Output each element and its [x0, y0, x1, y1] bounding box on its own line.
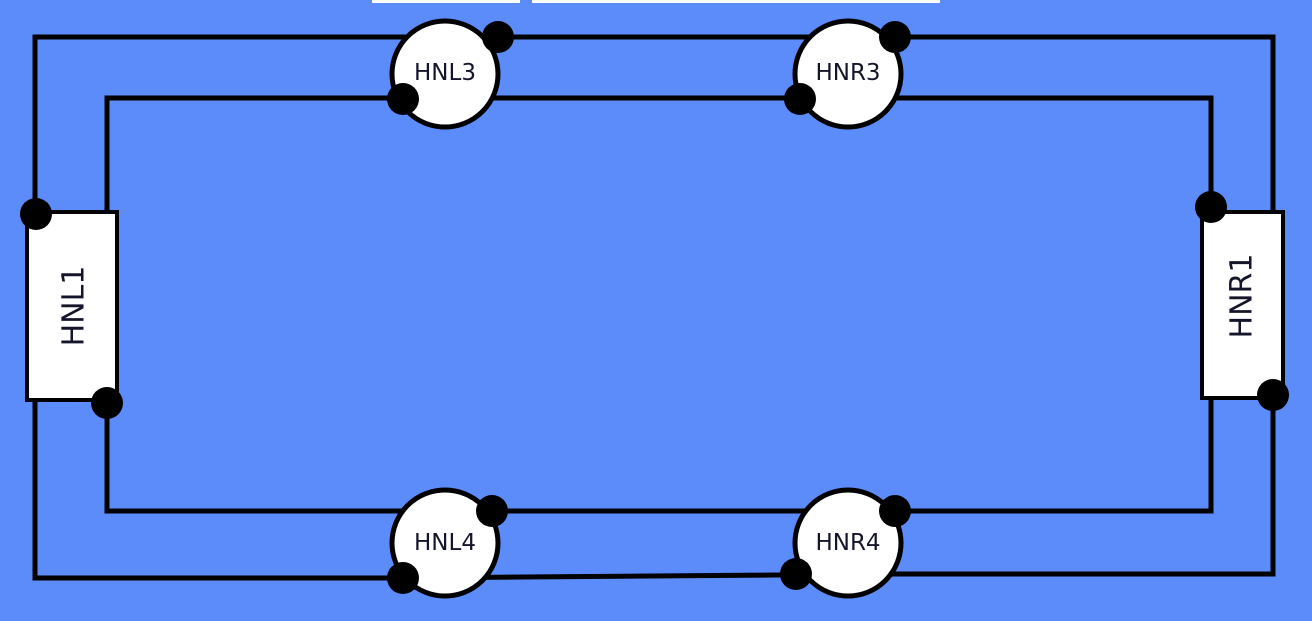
- connection-dot: [1257, 379, 1289, 411]
- node-hnr1-label: HNR1: [1225, 254, 1260, 339]
- connection-dot: [482, 21, 514, 53]
- node-hnr4-circle: [792, 487, 904, 599]
- connection-dot: [387, 562, 419, 594]
- connection-dot: [780, 558, 812, 590]
- node-hnr3[interactable]: HNR3: [792, 18, 904, 130]
- node-hnl1[interactable]: HNL1: [25, 210, 119, 402]
- connection-dot: [784, 83, 816, 115]
- inner-loop-wire: [104, 95, 1214, 514]
- top-strip-left: [372, 0, 520, 3]
- connection-dot: [1195, 191, 1227, 223]
- top-strip-right: [532, 0, 940, 3]
- node-hnl4[interactable]: HNL4: [389, 487, 501, 599]
- node-hnr4-label: HNR4: [815, 530, 880, 556]
- connection-dot: [91, 387, 123, 419]
- node-hnl4-circle: [389, 487, 501, 599]
- node-hnr4[interactable]: HNR4: [792, 487, 904, 599]
- node-hnl3-label: HNL3: [414, 60, 476, 86]
- connection-dot: [20, 198, 52, 230]
- node-hnl1-box: [25, 210, 119, 402]
- outer-loop-wire: [32, 34, 1276, 581]
- node-hnl1-label: HNL1: [57, 266, 92, 347]
- connection-dot: [879, 21, 911, 53]
- node-hnr1[interactable]: HNR1: [1200, 210, 1285, 400]
- connection-dot: [476, 495, 508, 527]
- node-hnl4-label: HNL4: [414, 530, 476, 556]
- node-hnr1-box: [1200, 210, 1285, 400]
- connection-dot: [387, 83, 419, 115]
- node-hnr3-circle: [792, 18, 904, 130]
- node-hnr3-label: HNR3: [815, 60, 880, 86]
- connection-dot: [879, 495, 911, 527]
